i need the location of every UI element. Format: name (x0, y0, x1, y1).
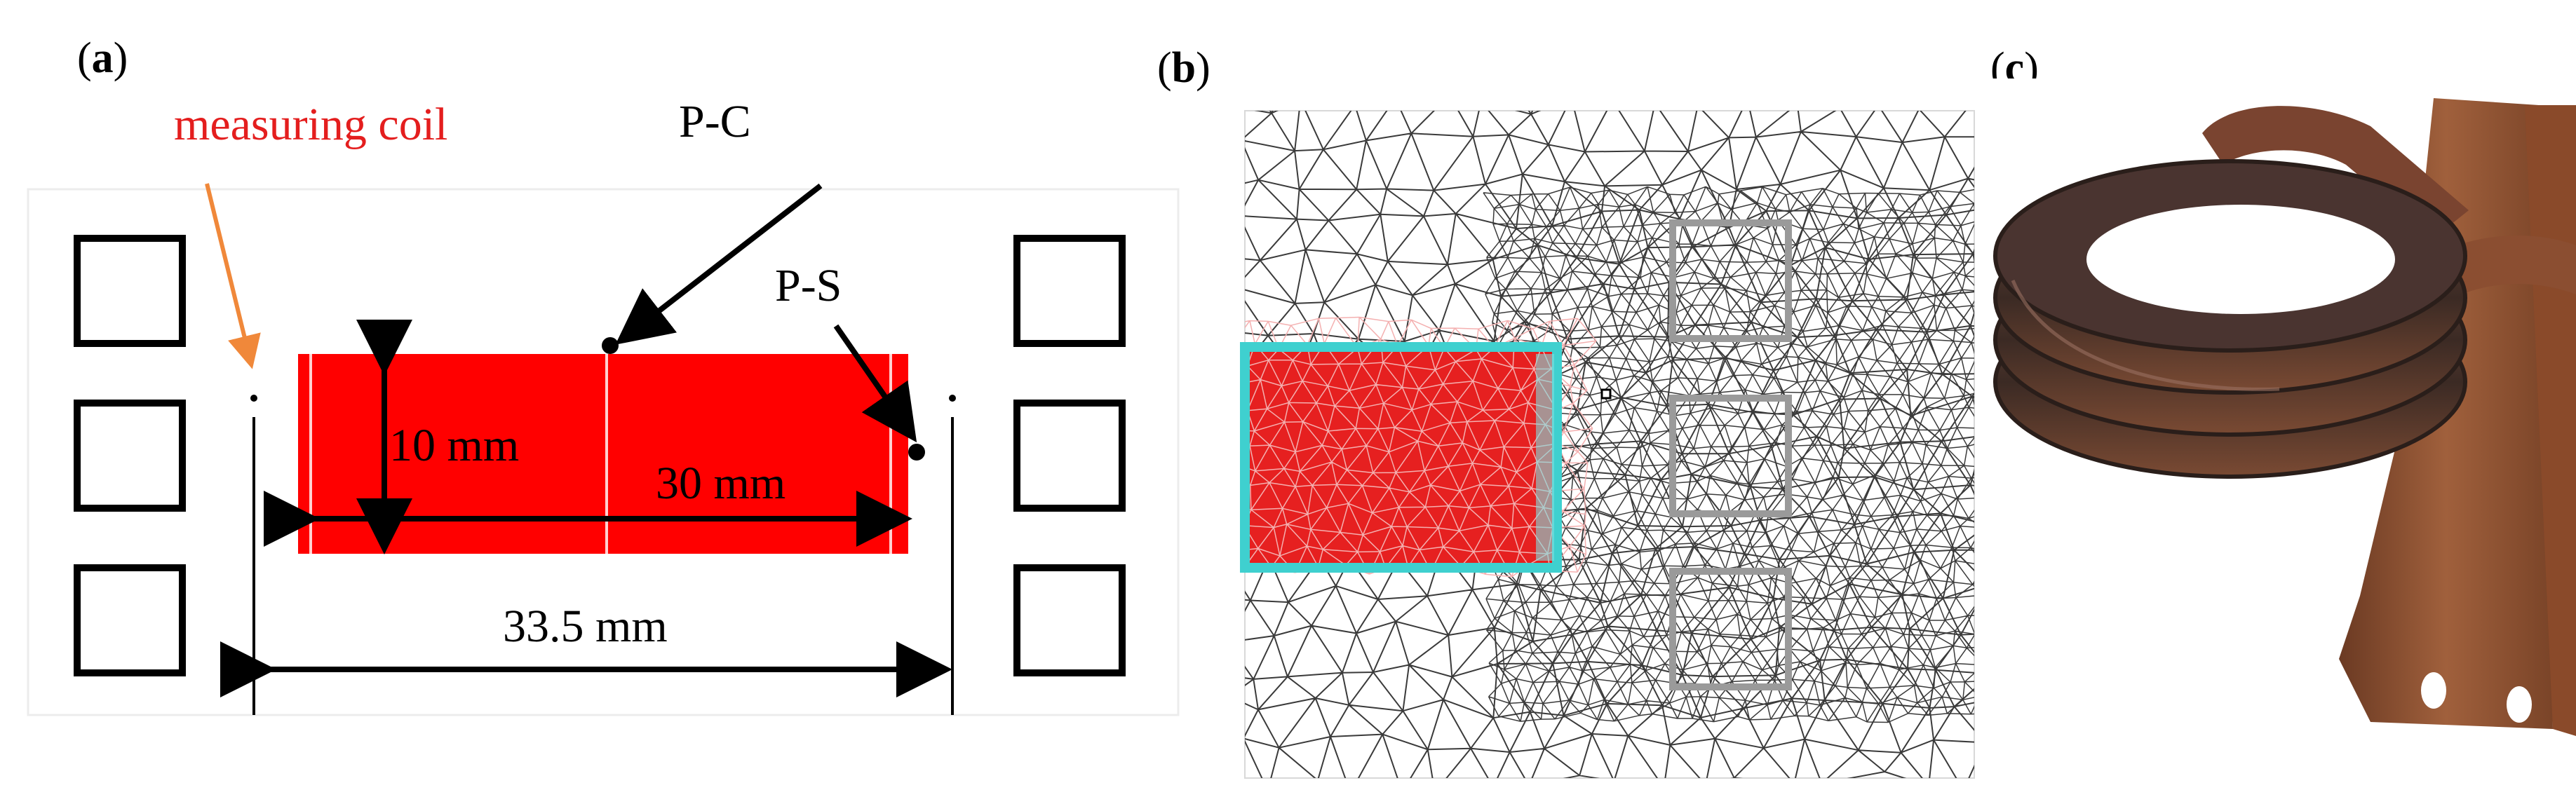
coil-section (74, 235, 186, 347)
p-c-label: P-C (679, 96, 751, 147)
coil-section (74, 400, 186, 512)
p-c-arrow (615, 183, 823, 345)
mesh-coil-sections (1669, 219, 1792, 690)
p-s-label: P-S (775, 260, 842, 311)
dimension-33-5mm-label: 33.5 mm (503, 601, 668, 652)
panel-a-label: (a) (77, 34, 128, 82)
induction-coil-rings (1993, 159, 2467, 479)
measuring-coil-arrow (205, 183, 261, 369)
panel-b-mesh (1240, 110, 1975, 779)
p-s-point (908, 444, 925, 461)
measuring-coil-point-left (250, 395, 257, 402)
coil-section (1013, 235, 1126, 347)
panel-c-photo (1985, 79, 2576, 769)
mesh-lines (1245, 111, 1974, 778)
coil-bore (2086, 205, 2395, 314)
dimension-30mm-label: 30 mm (656, 458, 786, 509)
coil-lead-right (2441, 236, 2576, 294)
panel-a-diagram (27, 183, 1180, 716)
mesh-boundary-layer (1240, 342, 1562, 573)
mesh-lines (1483, 186, 1974, 723)
p-c-point (602, 337, 619, 354)
coil-section (74, 564, 186, 676)
measuring-coil-point-right (949, 395, 956, 402)
coil-sections-right (1013, 235, 1126, 676)
mesh-measuring-point (1600, 388, 1612, 400)
panel-b-label: (b) (1157, 44, 1211, 92)
dimension-10mm-label: 10 mm (389, 420, 520, 471)
p-s-arrow (833, 324, 917, 443)
measuring-coil-label: measuring coil (174, 99, 448, 150)
mesh-lines (1245, 316, 1597, 578)
coil-section (1013, 564, 1126, 676)
coil-sections-left (74, 235, 186, 676)
coil-section (1013, 400, 1126, 512)
